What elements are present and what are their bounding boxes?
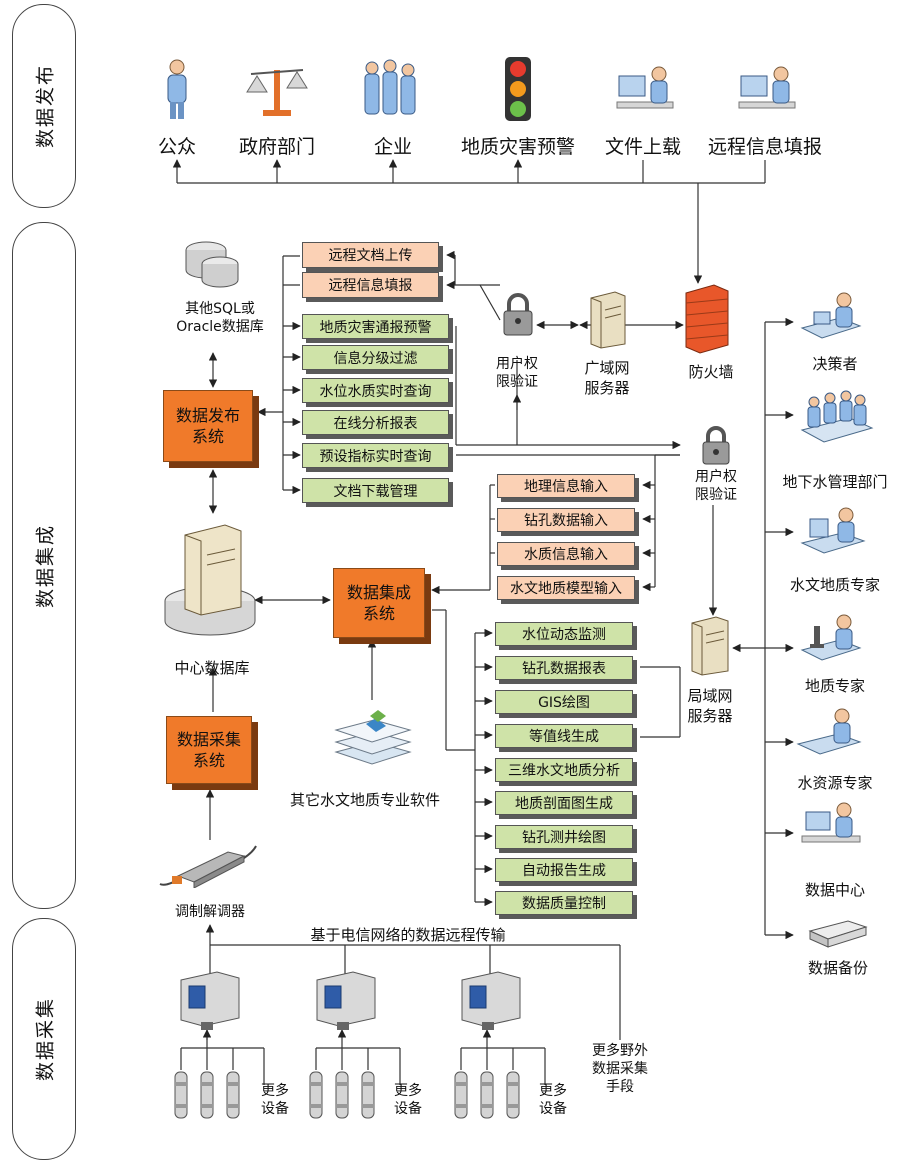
- integration-function-box[interactable]: 数据质量控制: [495, 891, 633, 915]
- publish-function-box[interactable]: 预设指标实时查询: [302, 443, 449, 468]
- target-hazard-warning-label: 地质灾害预警: [460, 136, 576, 158]
- integration-function-box[interactable]: 地质剖面图生成: [495, 791, 633, 815]
- sensor-probe-icon: [361, 1071, 375, 1119]
- auth-mid-label: 用户权 限验证: [695, 469, 737, 503]
- target-public-label: 公众: [157, 136, 197, 158]
- publish-system-box[interactable]: 数据发布 系统: [163, 390, 253, 462]
- integration-function-box[interactable]: GIS绘图: [495, 690, 633, 714]
- workstation-user-icon: [801, 802, 861, 843]
- right-target-label: 水文地质专家: [789, 576, 881, 594]
- server-icon: [691, 616, 729, 676]
- integration-input-box[interactable]: 水质信息输入: [497, 542, 635, 566]
- workstation-user-icon: [800, 292, 862, 339]
- sensor-probe-icon: [309, 1071, 323, 1119]
- sensor-probe-icon: [506, 1071, 520, 1119]
- right-target-label: 数据中心: [804, 881, 866, 899]
- database-icon: [185, 241, 239, 288]
- collect-system-box[interactable]: 数据采集 系统: [166, 716, 252, 784]
- traffic-light-icon: [505, 57, 531, 121]
- integration-function-box[interactable]: 三维水文地质分析: [495, 758, 633, 782]
- remote-info-report-box[interactable]: 远程信息填报: [302, 272, 439, 298]
- workstation-user-icon: [796, 708, 862, 755]
- publish-function-box[interactable]: 文档下载管理: [302, 478, 449, 503]
- people-group-icon: [364, 59, 416, 115]
- integration-input-box[interactable]: 水文地质模型输入: [497, 576, 635, 600]
- right-target-label: 水资源专家: [797, 774, 873, 792]
- server-icon: [590, 291, 626, 349]
- right-target-label: 决策者: [812, 355, 858, 373]
- integration-input-box[interactable]: 地理信息输入: [497, 474, 635, 498]
- integration-function-box[interactable]: 等值线生成: [495, 724, 633, 748]
- auth-top-label: 用户权 限验证: [496, 356, 538, 390]
- target-government-label: 政府部门: [238, 136, 316, 158]
- publish-function-box[interactable]: 地质灾害通报预警: [302, 314, 449, 339]
- target-remote-report-label: 远程信息填报: [707, 136, 823, 158]
- band-integrate: 数据集成: [12, 222, 76, 909]
- scales-icon: [246, 69, 308, 116]
- more-devices-label: 更多 设备: [539, 1083, 567, 1117]
- sensor-probe-icon: [226, 1071, 240, 1119]
- target-enterprise-label: 企业: [373, 136, 413, 158]
- field-station-icon: [461, 971, 521, 1030]
- software-stack-icon: [334, 710, 412, 765]
- central-database-icon: [164, 524, 256, 636]
- publish-function-box[interactable]: 在线分析报表: [302, 410, 449, 435]
- workstation-user-icon: [800, 507, 866, 554]
- sensor-probe-icon: [454, 1071, 468, 1119]
- right-target-label: 地下水管理部门: [782, 473, 888, 491]
- integration-function-box[interactable]: 钻孔数据报表: [495, 656, 633, 680]
- target-file-upload-label: 文件上载: [604, 136, 682, 158]
- publish-function-box[interactable]: 水位水质实时查询: [302, 378, 449, 403]
- more-field-label: 更多野外 数据采集 手段: [592, 1043, 648, 1095]
- remote-doc-upload-box[interactable]: 远程文档上传: [302, 242, 439, 268]
- field-station-icon: [180, 971, 240, 1030]
- integration-input-box[interactable]: 钻孔数据输入: [497, 508, 635, 532]
- lan-server-label: 局域网 服务器: [687, 687, 733, 725]
- workstation-user-icon: [616, 66, 674, 109]
- firewall-label: 防火墙: [688, 363, 734, 381]
- sensor-probe-icon: [480, 1071, 494, 1119]
- more-devices-label: 更多 设备: [394, 1083, 422, 1117]
- more-devices-label: 更多 设备: [261, 1083, 289, 1117]
- other-software-label: 其它水文地质专业软件: [289, 791, 441, 809]
- lock-icon: [702, 426, 730, 465]
- field-station-icon: [316, 971, 376, 1030]
- integration-function-box[interactable]: 自动报告生成: [495, 858, 633, 882]
- sensor-probe-icon: [335, 1071, 349, 1119]
- integration-function-box[interactable]: 水位动态监测: [495, 622, 633, 646]
- publish-function-box[interactable]: 信息分级过滤: [302, 345, 449, 370]
- workstation-user-icon: [738, 66, 796, 109]
- other-db-label: 其他SQL或 Oracle数据库: [176, 301, 264, 335]
- right-target-label: 地质专家: [804, 677, 866, 695]
- band-collect: 数据采集: [12, 918, 76, 1160]
- backup-drive-icon: [808, 920, 868, 948]
- person-icon: [167, 59, 187, 119]
- lock-icon: [503, 293, 533, 336]
- central-db-label: 中心数据库: [174, 659, 250, 677]
- sensor-probe-icon: [200, 1071, 214, 1119]
- integration-system-box[interactable]: 数据集成 系统: [333, 568, 425, 638]
- integration-function-box[interactable]: 钻孔测井绘图: [495, 825, 633, 849]
- modem-icon: [159, 845, 257, 888]
- firewall-icon: [685, 284, 729, 354]
- modem-label: 调制解调器: [175, 904, 245, 920]
- right-target-label: 数据备份: [807, 959, 869, 977]
- meeting-group-icon: [800, 390, 874, 443]
- band-publish: 数据发布: [12, 4, 76, 208]
- telecom-label: 基于电信网络的数据远程传输: [310, 926, 506, 944]
- microscope-user-icon: [800, 614, 862, 661]
- sensor-probe-icon: [174, 1071, 188, 1119]
- wan-server-label: 广域网 服务器: [584, 359, 630, 397]
